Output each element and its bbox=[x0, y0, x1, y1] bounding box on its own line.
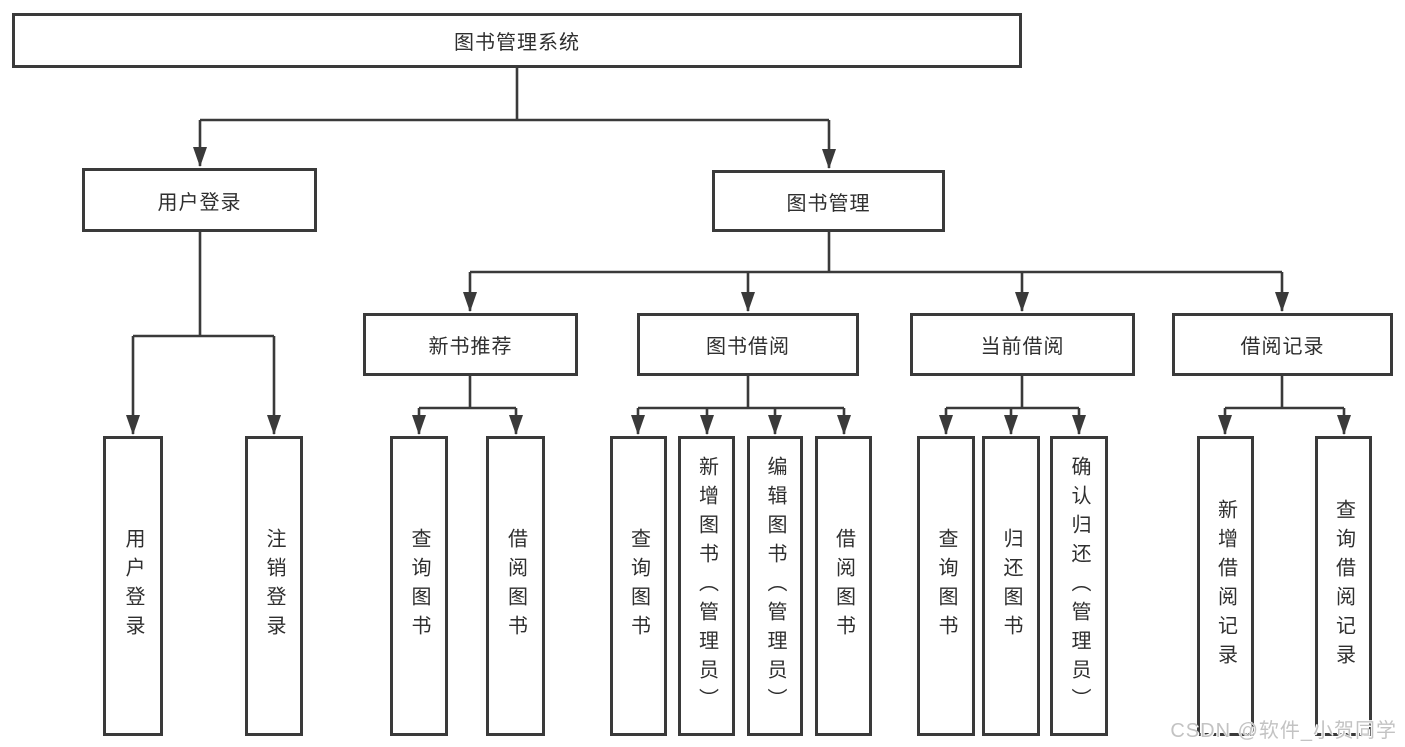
leaf-cb-query-books: 查询图书 bbox=[917, 436, 975, 736]
leaf-bb-borrow-books: 借阅图书 bbox=[815, 436, 872, 736]
node-book-borrowing: 图书借阅 bbox=[637, 313, 859, 376]
leaf-nb-query-books: 查询图书 bbox=[390, 436, 448, 736]
leaf-cb-confirm-return-admin: 确认归还（管理员） bbox=[1050, 436, 1108, 736]
leaf-br-add-record: 新增借阅记录 bbox=[1197, 436, 1254, 736]
node-user-login: 用户登录 bbox=[82, 168, 317, 232]
node-current-borrowing: 当前借阅 bbox=[910, 313, 1135, 376]
leaf-br-query-record: 查询借阅记录 bbox=[1315, 436, 1372, 736]
node-library-system: 图书管理系统 bbox=[12, 13, 1022, 68]
leaf-cb-return-books: 归还图书 bbox=[982, 436, 1040, 736]
leaf-bb-query-books: 查询图书 bbox=[610, 436, 667, 736]
leaf-bb-edit-books-admin: 编辑图书（管理员） bbox=[747, 436, 803, 736]
node-new-book-recommend: 新书推荐 bbox=[363, 313, 578, 376]
node-book-management: 图书管理 bbox=[712, 170, 945, 232]
leaf-nb-borrow-books: 借阅图书 bbox=[486, 436, 545, 736]
leaf-user-login: 用户登录 bbox=[103, 436, 163, 736]
leaf-logout-login: 注销登录 bbox=[245, 436, 303, 736]
csdn-watermark: CSDN @软件_小贺同学 bbox=[1170, 720, 1397, 742]
node-borrowing-records: 借阅记录 bbox=[1172, 313, 1393, 376]
leaf-bb-add-books-admin: 新增图书（管理员） bbox=[678, 436, 735, 736]
